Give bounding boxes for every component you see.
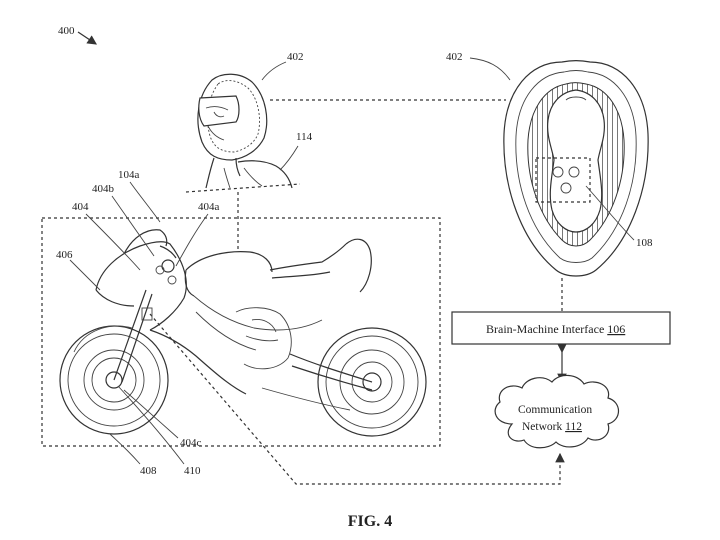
network-label-line2: Network 112 <box>522 421 582 433</box>
figure-caption: FIG. 4 <box>348 513 392 530</box>
bike-to-network-line <box>149 313 565 485</box>
network-cloud: Communication Network 112 <box>494 374 620 449</box>
helmet-side-label: 402 <box>287 51 304 63</box>
hub-label: 410 <box>184 465 201 477</box>
helmet-side-leader <box>261 61 287 81</box>
figure-number-label: 400 <box>58 25 75 37</box>
motorcycle-label: 406 <box>56 249 73 261</box>
motorcycle-box <box>41 217 441 447</box>
helmet-top-label: 402 <box>446 51 463 63</box>
rider-label: 114 <box>296 131 313 143</box>
helmet-top-view <box>503 59 649 277</box>
sensor-group-label: 104a <box>118 169 140 181</box>
sensor-main-label: 404 <box>72 201 89 213</box>
network-label-line1: Communication <box>518 404 592 416</box>
bmi-box: Brain-Machine Interface 106 <box>451 311 671 345</box>
motorcycle-drawing <box>59 229 427 437</box>
sensor-c-leader <box>123 389 179 439</box>
rider-leader <box>279 145 299 171</box>
bmi-box-label: Brain-Machine Interface 106 <box>486 322 625 336</box>
motorcycle-leader <box>69 259 101 291</box>
sensor-main-leader <box>85 213 141 271</box>
sensor-group-leader <box>129 181 161 223</box>
sensor-a-leader <box>175 213 209 267</box>
rider-torso <box>205 157 293 189</box>
sensor-c-label: 404c <box>180 437 202 449</box>
sensor-b-label: 404b <box>92 183 115 195</box>
rider-base-dash <box>185 183 301 193</box>
wheel-label: 408 <box>140 465 157 477</box>
rider-helmet-side-view <box>197 73 268 161</box>
figure-number-arrow <box>77 31 97 45</box>
hub-leader <box>117 385 185 465</box>
helmet-sensor-leader <box>585 185 635 241</box>
sensor-b-leader <box>111 195 155 257</box>
sensor-a-label: 404a <box>198 201 220 213</box>
wheel-leader <box>109 433 141 465</box>
helmet-sensor-label: 108 <box>636 237 653 249</box>
helmet-top-leader <box>469 57 511 81</box>
